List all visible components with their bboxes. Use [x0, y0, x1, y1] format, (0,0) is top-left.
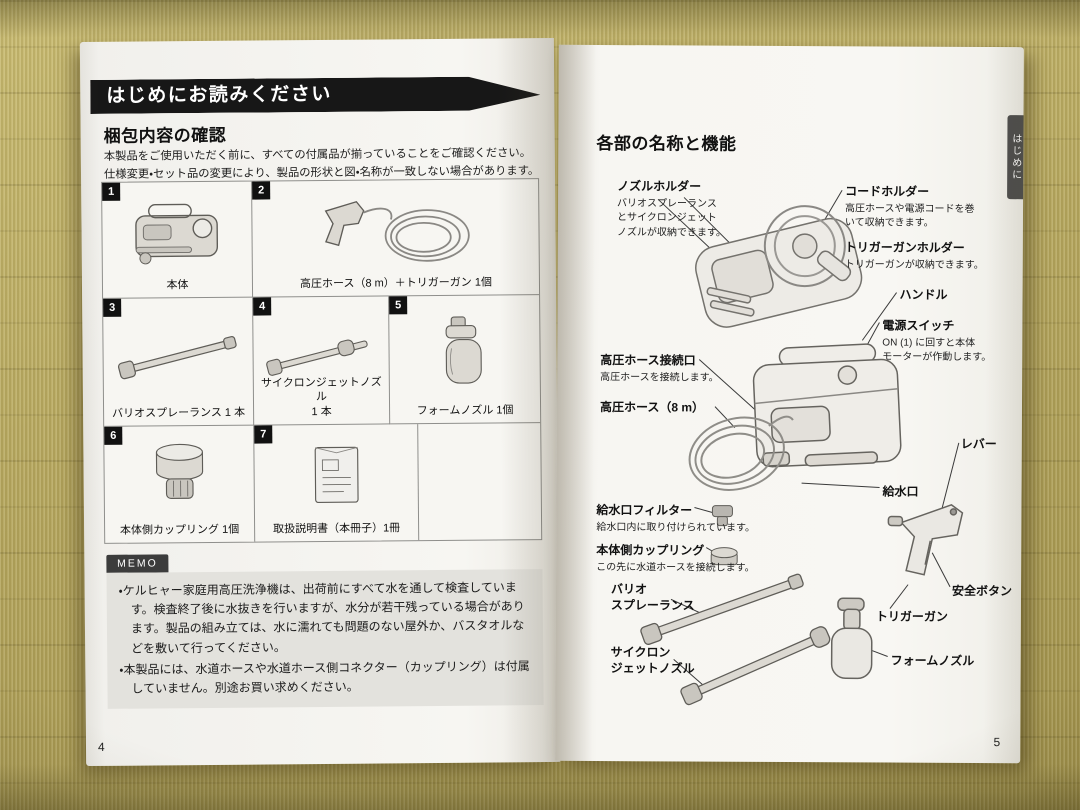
callout-high-pressure-hose: 高圧ホース（8 m） — [600, 400, 704, 416]
manual-booklet-illustration — [254, 440, 418, 509]
parts-diagram — [640, 190, 964, 706]
callout-cord-holder: コードホルダー 高圧ホースや電源コードを巻 いて収納できます。 — [845, 184, 975, 231]
item-caption: バリオスプレーランス 1 本 — [112, 406, 246, 420]
callout-title: トリガーガンホルダー — [844, 240, 965, 255]
callout-title: 給水口フィルター — [596, 502, 693, 518]
package-item-6: 6 本体側カップリング 1個 — [104, 425, 256, 543]
coupling-part-illustration — [710, 547, 738, 566]
foam-nozzle-part-illustration — [830, 597, 873, 680]
callout-trigger-gun: トリガーガン — [876, 609, 948, 625]
left-page: はじめにお読みください 梱包内容の確認 本製品をご使用いただく前に、すべての付属… — [79, 37, 561, 767]
callout-desc: この先に水道ホースを接続します。 — [596, 561, 755, 574]
callout-title: サイクロン ジェットノズル — [610, 645, 695, 676]
callout-title: 高圧ホース（8 m） — [599, 400, 705, 415]
chapter-banner-title: はじめにお読みください — [106, 83, 332, 107]
hose-coil-illustration — [688, 415, 794, 491]
item-caption: 取扱説明書（本冊子）1冊 — [272, 522, 401, 536]
foam-nozzle-illustration — [389, 311, 540, 391]
callout-power-switch: 電源スイッチ ON (1) に回すと本体 モーターが作動します。 — [882, 318, 991, 365]
vario-lance-icon — [117, 335, 237, 379]
package-item-5: 5 フォームノズル 1個 — [389, 295, 541, 425]
page-number-right: 5 — [993, 735, 1001, 750]
table-row: 1 本体 2 — [102, 179, 540, 299]
package-items-table: 1 本体 2 — [101, 178, 543, 544]
package-item-2: 2 高圧ホース（8 m）＋トリガーガン 1個 — [252, 179, 540, 298]
item-caption: 本体 — [166, 278, 189, 292]
callout-title: 安全ボタン — [951, 583, 1013, 599]
callout-desc: 高圧ホースを接続します。 — [600, 371, 719, 384]
page-number-left: 4 — [97, 739, 105, 754]
chapter-banner: はじめにお読みください — [90, 76, 540, 114]
callout-foam-nozzle: フォームノズル — [891, 654, 975, 670]
machine-front-illustration — [752, 343, 902, 468]
callout-nozzle-holder: ノズルホルダー バリオスプレーランス とサイクロンジェット ノズルが収納できます… — [617, 179, 726, 241]
callout-title: フォームノズル — [890, 653, 975, 668]
vario-lance-illustration — [103, 314, 253, 394]
callout-title: 本体側カップリング — [596, 542, 705, 558]
callout-desc: 給水口内に取り付けられています。 — [596, 521, 756, 534]
callout-desc: 高圧ホースや電源コードを巻 いて収納できます。 — [844, 202, 975, 229]
callout-title: 高圧ホース接続口 — [600, 353, 696, 368]
inlet-filter-part-illustration — [711, 505, 733, 527]
package-item-1: 1 本体 — [102, 181, 254, 299]
callout-title: ハンドル — [899, 287, 948, 302]
package-item-7: 7 取扱説明書（本冊子）1冊 — [254, 424, 420, 542]
item-caption: 高圧ホース（8 m）＋トリガーガン 1個 — [299, 276, 492, 290]
manual-booklet-icon — [314, 446, 359, 503]
cyclone-nozzle-icon — [265, 339, 368, 376]
callout-hose-connection: 高圧ホース接続口 高圧ホースを接続します。 — [600, 353, 719, 386]
callout-handle: ハンドル — [900, 288, 948, 304]
table-row: 6 本体側カップリング 1個 7 — [104, 423, 541, 543]
table-row: 3 バリオスプレーランス 1 本 4 — [103, 295, 541, 427]
vario-lance-part-illustration — [640, 573, 804, 645]
callout-water-inlet: 給水口 — [882, 484, 919, 500]
callout-title: トリガーガン — [875, 609, 948, 624]
callout-lever: レバー — [961, 437, 997, 453]
trigger-gun-part-illustration — [887, 504, 964, 576]
item-caption: フォームノズル 1個 — [416, 404, 514, 417]
coupling-illustration — [104, 442, 254, 511]
main-unit-icon — [134, 203, 218, 264]
package-item-3: 3 バリオスプレーランス 1 本 — [103, 297, 255, 427]
package-item-4: 4 サイクロンジェットノズル 1 本 — [253, 296, 391, 426]
callout-title: レバー — [960, 436, 997, 452]
item-caption: サイクロンジェットノズル 1 本 — [260, 376, 382, 418]
callout-title: コードホルダー — [845, 184, 930, 199]
callout-vario-lance: バリオ スプレーランス — [611, 582, 695, 614]
foam-nozzle-icon — [445, 315, 482, 384]
callout-title: ノズルホルダー — [617, 179, 702, 194]
empty-cell — [418, 423, 541, 540]
section-title-parts-names: 各部の名称と機能 — [596, 133, 737, 154]
memo-label: MEMO — [106, 554, 169, 573]
callout-coupling: 本体側カップリング この先に水道ホースを接続します。 — [596, 543, 755, 576]
memo-bullet: ・本製品には、水道ホースや水道ホース側コネクター（カップリング）は付属していませ… — [119, 658, 530, 696]
section-title-package-contents: 梱包内容の確認 — [103, 125, 227, 146]
hose-and-gun-illustration — [252, 195, 539, 264]
cyclone-nozzle-part-illustration — [680, 626, 831, 706]
hose-and-gun-icon — [324, 200, 470, 262]
memo-bullet: ・ケルヒャー家庭用高圧洗浄機は、出荷前にすべて水を通して検査しています。検査終了… — [118, 580, 525, 656]
callout-title: バリオ スプレーランス — [610, 582, 695, 613]
callout-desc: トリガーガンが収納できます。 — [844, 258, 984, 271]
callout-inlet-filter: 給水口フィルター 給水口内に取り付けられています。 — [596, 503, 755, 536]
memo-box: ・ケルヒャー家庭用高圧洗浄機は、出荷前にすべて水を通して検査しています。検査終了… — [106, 569, 544, 709]
item-caption: 本体側カップリング 1個 — [119, 523, 240, 537]
callout-title: 給水口 — [882, 484, 919, 499]
callout-trigger-gun-holder: トリガーガンホルダー トリガーガンが収納できます。 — [845, 240, 984, 273]
machine-stored-illustration — [695, 205, 863, 328]
callout-title: 電源スイッチ — [882, 318, 955, 333]
main-unit-illustration — [102, 198, 252, 266]
callout-desc: ON (1) に回すと本体 モーターが作動します。 — [882, 337, 992, 364]
callout-cyclone-jet-nozzle: サイクロン ジェットノズル — [611, 645, 695, 677]
callout-safety-button: 安全ボタン — [952, 584, 1012, 600]
cyclone-nozzle-illustration — [253, 312, 389, 392]
coupling-icon — [155, 443, 203, 499]
callout-desc: バリオスプレーランス とサイクロンジェット ノズルが収納できます。 — [616, 197, 726, 239]
right-page: はじめに 各部の名称と機能 — [555, 44, 1024, 764]
